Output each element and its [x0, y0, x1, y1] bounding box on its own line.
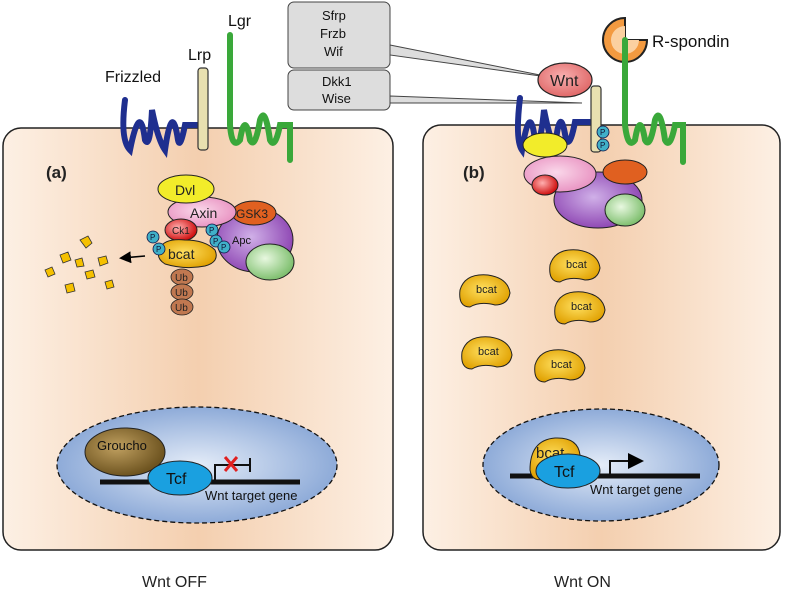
- nucleus-b: [482, 408, 720, 522]
- green-protein-a: [245, 243, 295, 281]
- frizzled-receptor-a: [120, 97, 201, 158]
- bcat-protein-b2: bcat: [459, 274, 511, 308]
- tcf-protein-a: [147, 460, 213, 496]
- svg-text:P: P: [221, 243, 226, 252]
- svg-text:bcat: bcat: [476, 284, 497, 296]
- dvl-label: Dvl: [175, 182, 195, 198]
- ubiquitin-chain: Ub Ub Ub: [170, 268, 194, 316]
- callout-sfrp-frzb-wif: Sfrp Frzb Wif: [287, 1, 556, 79]
- bcat-protein-a: [157, 239, 217, 269]
- wnt-label: Wnt: [550, 73, 579, 90]
- bcat-protein-b1: bcat: [549, 249, 601, 283]
- inhibitor-frzb: Frzb: [320, 26, 346, 41]
- phospho-lrp-1: [596, 125, 610, 139]
- dvl-protein-b: [522, 132, 568, 158]
- panel-b-label: (b): [463, 163, 485, 182]
- r-spondin-label: R-spondin: [652, 32, 730, 51]
- callout-dkk1-wise: Dkk1 Wise: [287, 69, 583, 111]
- ck1-label: Ck1: [172, 226, 190, 237]
- repression-x-icon: [223, 456, 239, 472]
- svg-text:P: P: [209, 226, 214, 235]
- inhibitor-sfrp: Sfrp: [322, 8, 346, 23]
- stabilized-bcat-group: bcat bcat bcat bcat bcat: [459, 249, 606, 383]
- svg-text:bcat: bcat: [566, 259, 587, 271]
- gsk3-protein-b: [602, 159, 648, 185]
- svg-text:bcat: bcat: [478, 346, 499, 358]
- svg-text:Ub: Ub: [175, 303, 188, 314]
- bcat-protein-b3: bcat: [554, 291, 606, 325]
- svg-text:bcat: bcat: [551, 359, 572, 371]
- lgr-receptor-b: [622, 37, 686, 165]
- dvl-protein: [157, 174, 215, 204]
- groucho-label: Groucho: [97, 438, 147, 453]
- lgr-receptor-a: [227, 32, 293, 163]
- cell-b: (b) Sfrp Frzb Wif Dkk1 Wise R-spondin P …: [287, 1, 781, 591]
- groucho-protein: [84, 427, 166, 477]
- phosphate-group: P P P P P: [146, 223, 231, 256]
- gsk3-label: GSK3: [236, 207, 268, 221]
- svg-text:bcat: bcat: [571, 301, 592, 313]
- active-promoter-arrow: [609, 453, 644, 476]
- degradation-arrow: [119, 251, 146, 264]
- wnt-ligand: [537, 62, 593, 98]
- bcat-protein-b5: bcat: [534, 349, 586, 383]
- target-gene-label-a: Wnt target gene: [205, 488, 298, 503]
- inhibitor-dkk1: Dkk1: [322, 74, 352, 89]
- wnt-on-caption: Wnt ON: [554, 574, 611, 591]
- bcat-protein-b4: bcat: [461, 336, 513, 370]
- degraded-bcat-fragments: [44, 235, 115, 294]
- target-gene-label-b: Wnt target gene: [590, 482, 683, 497]
- repressed-promoter: [214, 458, 251, 482]
- apc-label: Apc: [232, 235, 251, 247]
- svg-text:P: P: [150, 233, 155, 242]
- tcf-label-a: Tcf: [166, 471, 187, 488]
- frizzled-receptor-b: [514, 95, 593, 158]
- phospho-lrp-2: [596, 138, 610, 152]
- svg-text:P: P: [213, 237, 218, 246]
- lgr-label: Lgr: [228, 13, 252, 30]
- lrp-label: Lrp: [188, 47, 211, 64]
- ck1-protein-b: [531, 174, 559, 196]
- wnt-off-caption: Wnt OFF: [142, 574, 207, 591]
- svg-text:Ub: Ub: [175, 273, 188, 284]
- axin-label: Axin: [190, 205, 217, 221]
- destruction-complex: Apc GSK3 Axin Dvl Ck1 bcat P P P P: [146, 174, 295, 316]
- signalosome-complex: [522, 132, 648, 229]
- cell-a: (a) Frizzled Lrp Lgr Apc GSK3 Axin Dvl C…: [2, 13, 394, 591]
- lrp-receptor-a: [197, 67, 209, 151]
- svg-text:P: P: [600, 128, 605, 137]
- svg-text:P: P: [600, 141, 605, 150]
- svg-text:Ub: Ub: [175, 288, 188, 299]
- tcf-protein-b: [535, 453, 601, 489]
- panel-a-label: (a): [46, 163, 67, 182]
- svg-text:P: P: [156, 245, 161, 254]
- green-protein-b: [604, 193, 646, 227]
- inhibitor-wif: Wif: [324, 44, 343, 59]
- tcf-label-b: Tcf: [554, 464, 575, 481]
- inhibitor-wise: Wise: [322, 91, 351, 106]
- bcat-label-a: bcat: [168, 246, 195, 262]
- frizzled-label: Frizzled: [105, 69, 161, 86]
